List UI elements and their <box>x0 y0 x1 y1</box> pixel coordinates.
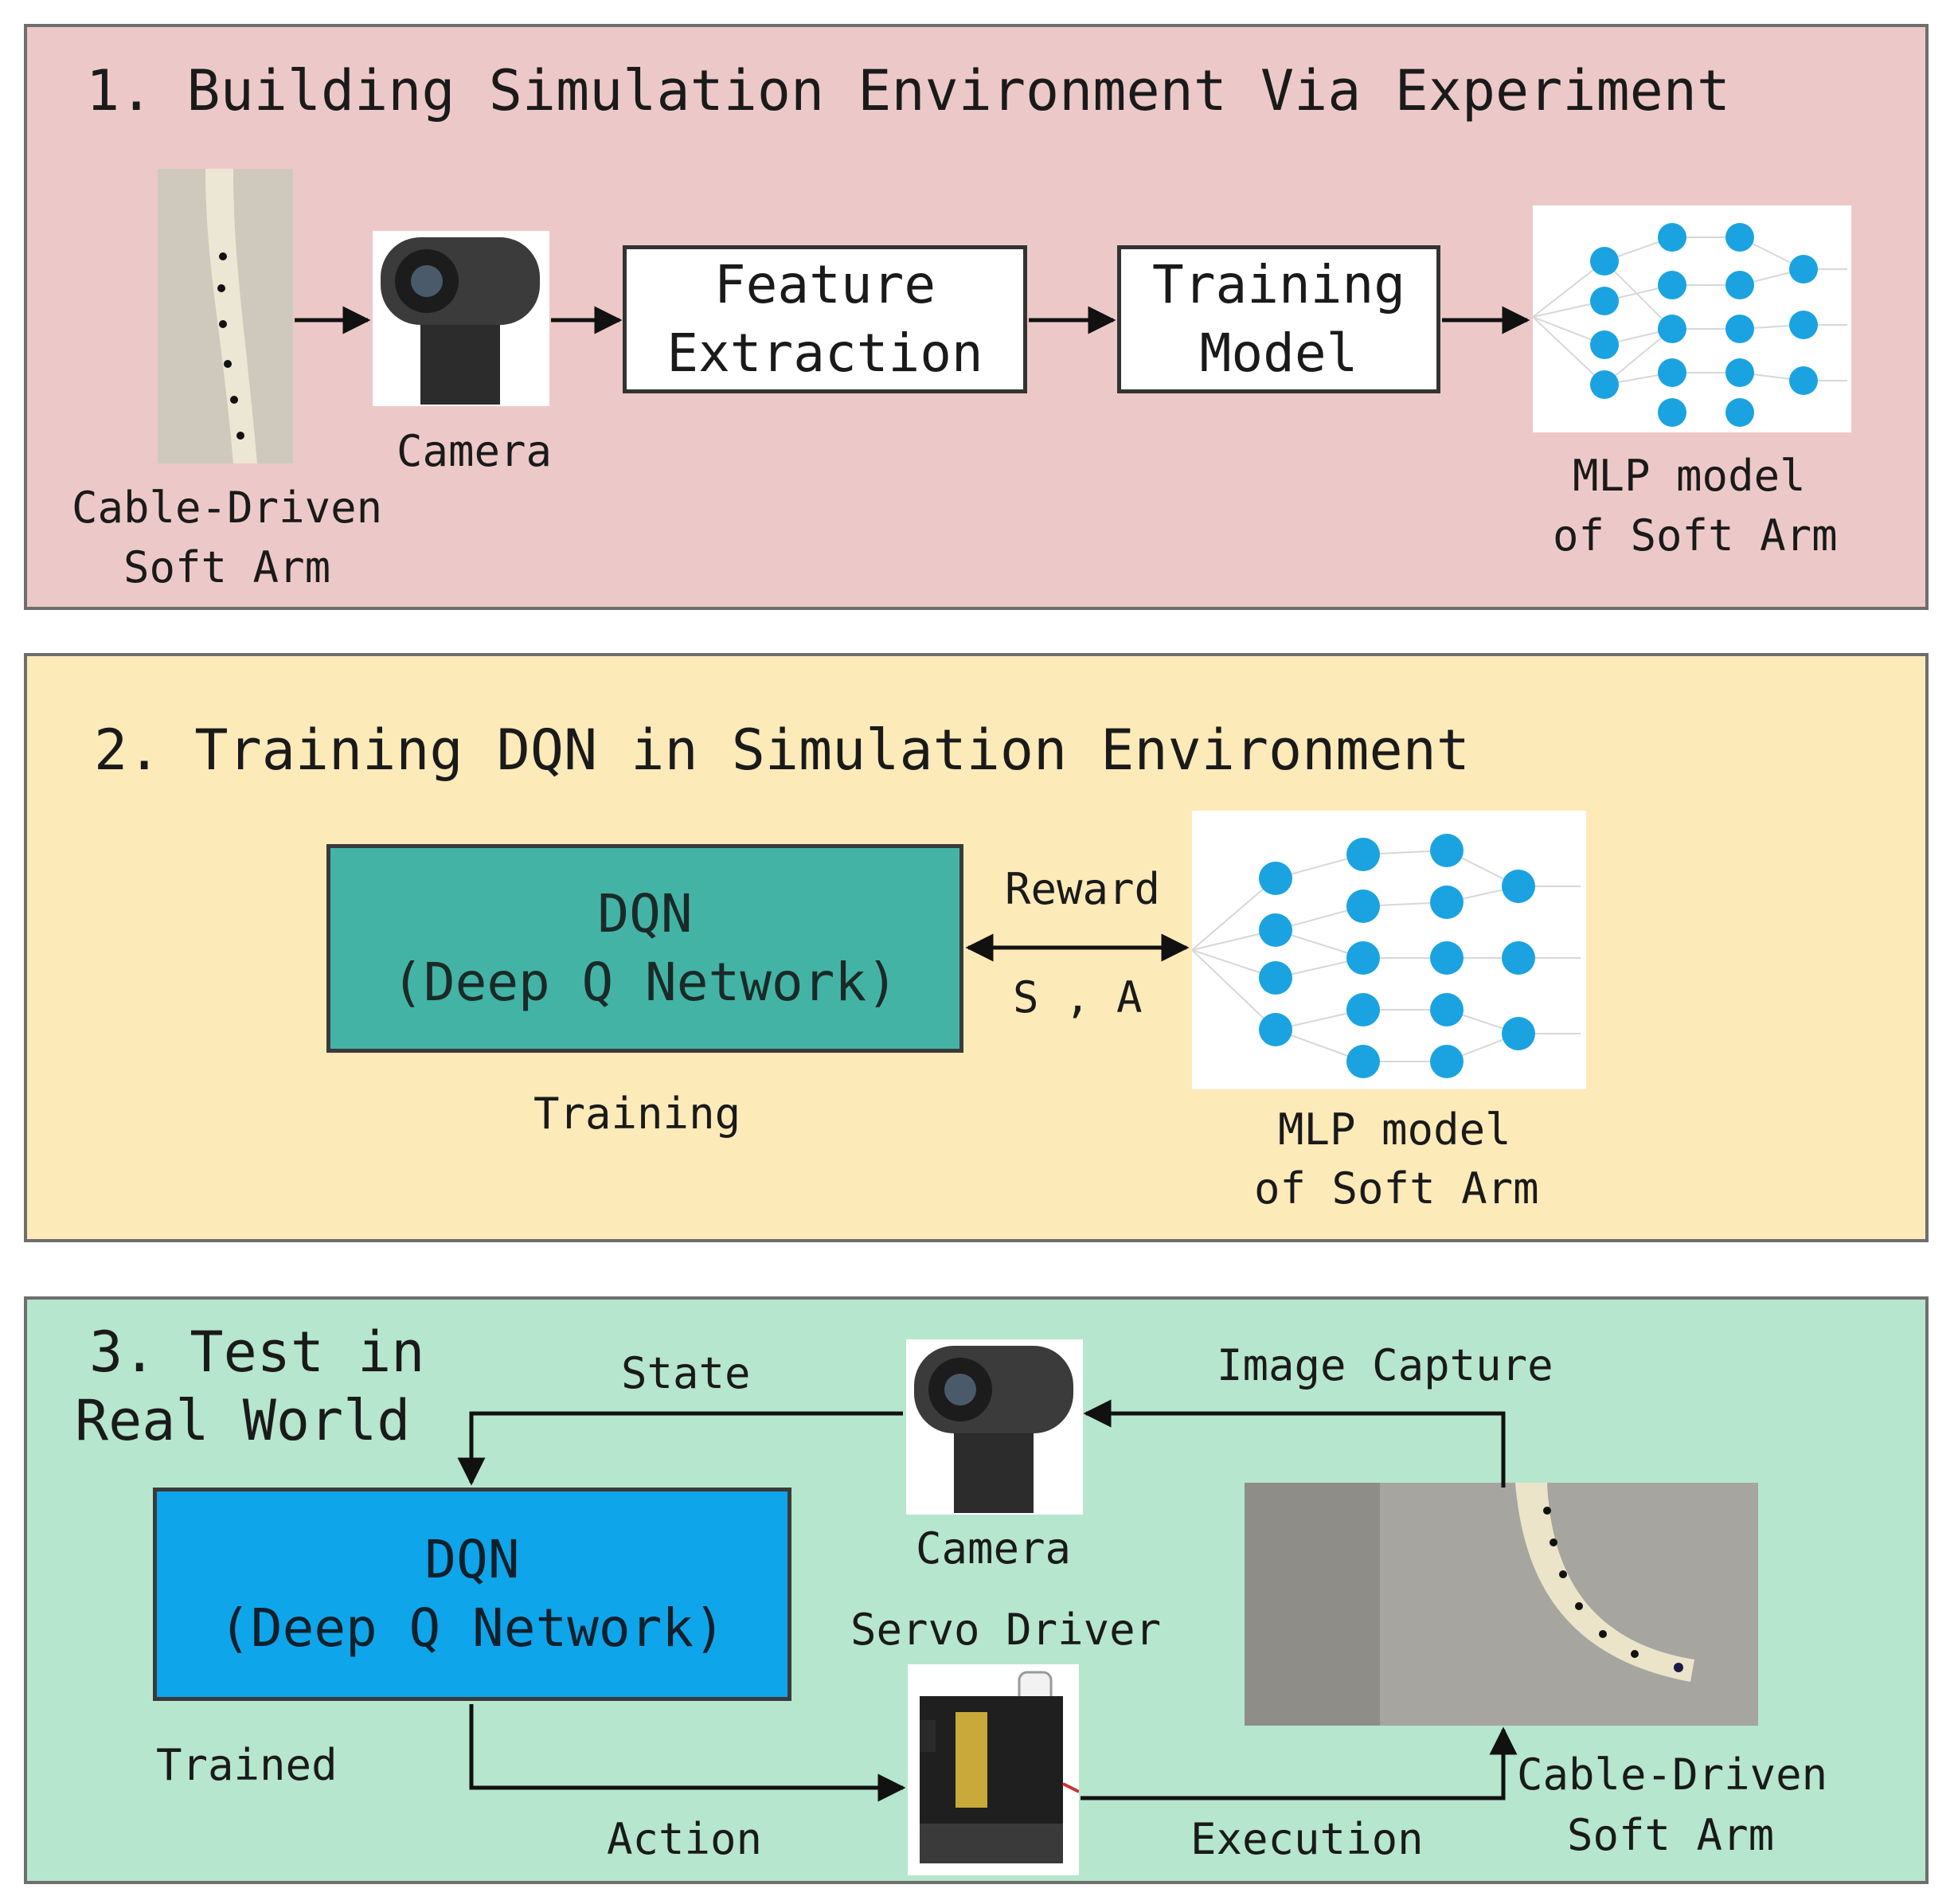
servo-motor-icon <box>908 1664 1079 1875</box>
feature-box-line1: Feature <box>713 254 936 316</box>
action-label: Action <box>607 1814 763 1864</box>
training-model-box: Training Model <box>1117 245 1440 393</box>
dqn-training-line2: (Deep Q Network) <box>392 952 898 1013</box>
panel3-title-line2: Real World <box>75 1388 411 1453</box>
panel3-title-line1: 3. Test in <box>89 1320 425 1385</box>
webcam-icon-3 <box>906 1339 1083 1515</box>
image-capture-label: Image Capture <box>1217 1340 1553 1390</box>
panel2-mlp-label-line1: MLP model <box>1278 1104 1511 1155</box>
mlp-network-icon <box>1533 205 1851 432</box>
feature-box-line2: Extraction <box>666 323 983 384</box>
training-box-line1: Training <box>1152 254 1405 316</box>
execution-label: Execution <box>1190 1814 1424 1864</box>
panel1-camera-label: Camera <box>397 426 553 476</box>
panel1-title: 1. Building Simulation Environment Via E… <box>86 58 1731 123</box>
state-label: State <box>621 1348 751 1398</box>
dqn-training-box: DQN (Deep Q Network) <box>326 844 963 1053</box>
webcam-icon <box>373 231 549 406</box>
panel1-arm-label-line1: Cable-Driven <box>72 483 383 533</box>
dqn-trained-line1: DQN <box>424 1529 520 1591</box>
panel3-arm-label-line1: Cable-Driven <box>1517 1750 1828 1800</box>
reward-label: Reward <box>1005 864 1161 914</box>
panel2-training-caption: Training <box>533 1089 741 1139</box>
panel2-mlp-label-line2: of Soft Arm <box>1254 1163 1539 1214</box>
training-box-line2: Model <box>1199 323 1358 384</box>
servo-driver-label: Servo Driver <box>850 1605 1162 1655</box>
soft-arm-photo-icon <box>158 169 293 463</box>
state-action-label: S , A <box>1013 972 1143 1022</box>
panel1-mlp-label-line2: of Soft Arm <box>1553 510 1838 561</box>
feature-extraction-box: Feature Extraction <box>623 245 1027 393</box>
dqn-trained-line2: (Deep Q Network) <box>219 1597 725 1659</box>
panel1-mlp-label-line1: MLP model <box>1573 451 1806 501</box>
panel2-title: 2. Training DQN in Simulation Environmen… <box>94 717 1470 783</box>
mlp-network-icon-2 <box>1192 811 1586 1089</box>
panel3-camera-label: Camera <box>916 1523 1072 1574</box>
panel3-arm-label-line2: Soft Arm <box>1567 1810 1775 1860</box>
soft-arm-photo-icon-3 <box>1245 1483 1758 1726</box>
panel1-arm-label-line2: Soft Arm <box>123 542 331 592</box>
dqn-trained-box: DQN (Deep Q Network) <box>153 1488 791 1701</box>
dqn-training-line1: DQN <box>597 883 693 945</box>
trained-caption: Trained <box>156 1740 338 1790</box>
